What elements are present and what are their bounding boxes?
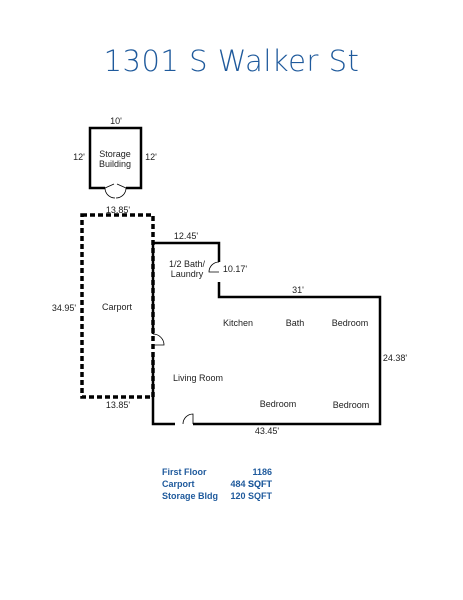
- dim-carport-bottom: 13.85': [106, 400, 131, 410]
- summary-value: 120 SQFT: [230, 491, 272, 501]
- storage-door-icon: [104, 183, 127, 189]
- half-bath-label-line2: Laundry: [171, 269, 204, 279]
- summary-row: First Floor 1186 SQFT: [162, 466, 272, 489]
- summary-label: Storage Bldg: [162, 491, 219, 501]
- page-title: 1301 S Walker St: [103, 44, 360, 78]
- dim-bath-side: 10.17': [223, 264, 248, 274]
- half-bath-label-line1: 1/2 Bath/: [169, 259, 206, 269]
- living-room-label: Living Room: [173, 373, 223, 383]
- dim-storage-top: 10': [110, 116, 122, 126]
- dim-storage-right: 12': [145, 152, 157, 162]
- dim-carport-left: 34.95': [52, 303, 77, 313]
- dim-main-right: 24.38': [383, 353, 408, 363]
- kitchen-label: Kitchen: [223, 318, 253, 328]
- storage-label-line2: Building: [99, 159, 131, 169]
- area-summary: First Floor 1186 SQFT Carport 484 SQFT S…: [162, 466, 272, 502]
- summary-label: First Floor: [162, 467, 207, 477]
- summary-label: Carport: [162, 479, 195, 489]
- bedroom-2-label: Bedroom: [260, 399, 297, 409]
- bedroom-1-label: Bedroom: [332, 318, 369, 328]
- dim-bath-top: 12.45': [174, 231, 199, 241]
- dim-main-bottom: 43.45': [255, 426, 280, 436]
- dim-storage-left: 12': [73, 152, 85, 162]
- main-house-walls: [151, 241, 382, 426]
- summary-row: Carport 484 SQFT: [162, 478, 272, 490]
- carport-label: Carport: [102, 302, 133, 312]
- front-door-icon: [182, 413, 194, 425]
- dim-carport-top: 13.85': [106, 205, 131, 215]
- storage-label-line1: Storage: [99, 149, 131, 159]
- dim-main-top: 31': [292, 285, 304, 295]
- summary-row: Storage Bldg 120 SQFT: [162, 490, 272, 502]
- bath-label: Bath: [286, 318, 305, 328]
- bath-door-icon: [208, 261, 220, 273]
- storage-building: [88, 126, 143, 199]
- bedroom-3-label: Bedroom: [333, 400, 370, 410]
- summary-value: 484 SQFT: [230, 479, 272, 489]
- side-door-icon: [152, 333, 165, 346]
- summary-value: 1186 SQFT: [248, 467, 272, 489]
